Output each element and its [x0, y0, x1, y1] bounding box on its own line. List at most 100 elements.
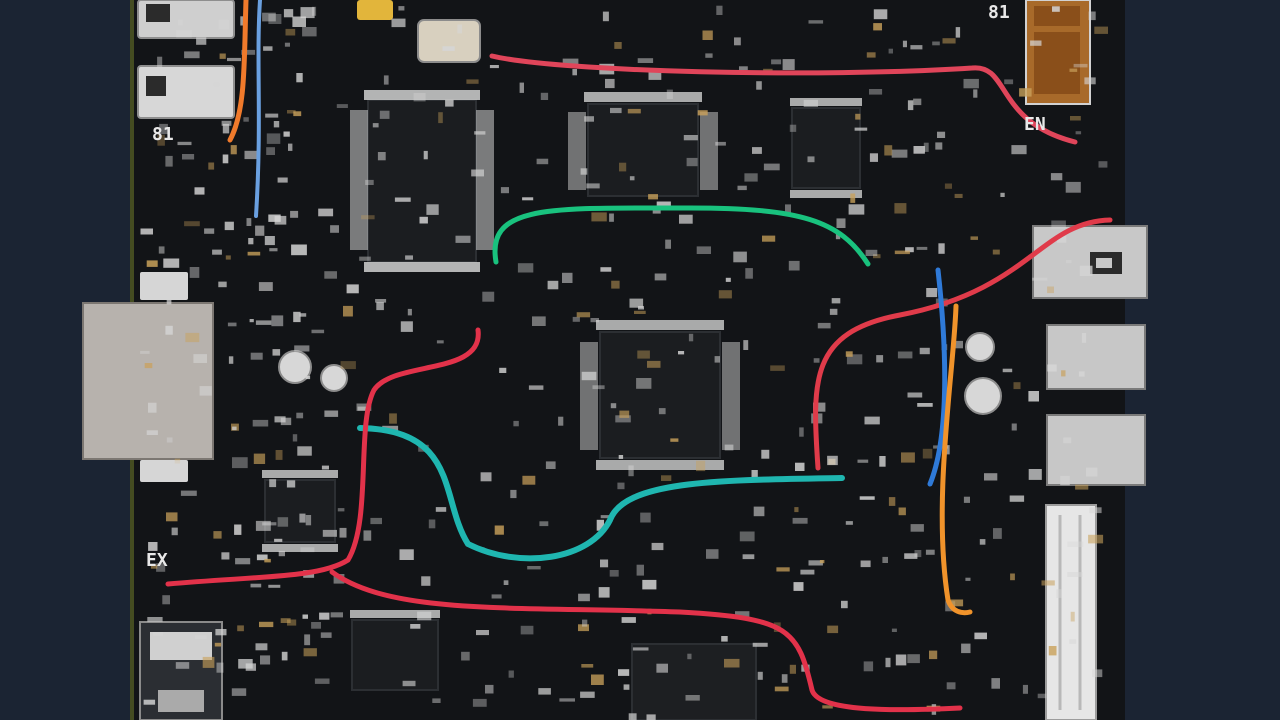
smd-part — [394, 197, 411, 202]
smd-part — [636, 564, 644, 576]
smd-part — [299, 513, 306, 523]
smd-part — [923, 142, 929, 152]
smd-part — [891, 149, 908, 158]
smd-part — [1002, 368, 1013, 373]
smd-part — [706, 549, 719, 559]
smd-part — [184, 221, 200, 227]
smd-part — [1048, 646, 1057, 656]
smd-part — [305, 375, 311, 380]
smd-part — [600, 515, 615, 519]
smd-part — [686, 157, 698, 167]
smd-part — [1061, 370, 1066, 377]
wire-blue-left — [254, 0, 262, 218]
smd-part — [288, 143, 293, 151]
smd-part — [629, 298, 644, 308]
smd-part — [336, 104, 348, 108]
smd-part — [944, 183, 952, 189]
smd-part — [268, 214, 281, 222]
smd-part — [819, 560, 825, 564]
smd-part — [264, 558, 271, 563]
smd-part — [264, 236, 275, 246]
smd-part — [562, 58, 579, 66]
smd-part — [739, 66, 748, 71]
smd-part — [234, 524, 242, 535]
smd-part — [910, 524, 924, 532]
smd-part — [256, 554, 268, 561]
smd-part — [305, 515, 312, 526]
ic-bottom-left — [350, 610, 440, 691]
smd-part — [855, 113, 861, 120]
smd-part — [1013, 382, 1021, 390]
smd-part — [629, 176, 635, 181]
smd-part — [873, 23, 882, 31]
smd-part — [610, 403, 617, 409]
smd-part — [619, 162, 627, 172]
smd-part — [609, 570, 619, 577]
smd-part — [1037, 693, 1047, 699]
smd-part — [578, 624, 589, 632]
smd-part — [950, 599, 964, 607]
silkscreen-left-mid: 81 — [152, 124, 174, 145]
wire-cyan — [357, 425, 845, 562]
smd-part — [944, 445, 950, 455]
smd-part — [901, 452, 915, 463]
smd-part — [184, 51, 200, 59]
smd-part — [602, 11, 609, 22]
smd-part — [827, 625, 839, 634]
smd-part — [262, 12, 276, 22]
smd-part — [914, 550, 922, 558]
smd-part — [274, 416, 286, 423]
smd-part — [232, 457, 248, 469]
smd-part — [721, 636, 728, 642]
smd-part — [937, 131, 946, 138]
smd-part — [258, 282, 273, 291]
smd-part — [592, 385, 605, 390]
smd-part — [259, 621, 274, 628]
smd-part — [651, 542, 664, 551]
smd-part — [311, 622, 321, 629]
smd-part — [419, 216, 428, 224]
smd-part — [615, 415, 631, 423]
ethernet-jack-left — [82, 272, 214, 482]
smd-part — [213, 82, 220, 87]
smd-part — [859, 496, 875, 500]
smd-part — [489, 65, 499, 69]
smd-part — [1079, 265, 1093, 276]
smd-part — [361, 215, 375, 220]
smd-part — [255, 225, 265, 236]
smd-part — [241, 49, 256, 55]
smd-part — [788, 260, 800, 271]
smd-part — [407, 308, 412, 316]
silkscreen-left-lower: EX — [146, 550, 168, 571]
smd-part — [150, 564, 158, 569]
smd-part — [494, 525, 504, 535]
smd-part — [153, 632, 163, 636]
smd-part — [559, 698, 575, 702]
smd-part — [1086, 467, 1098, 477]
smd-part — [1069, 639, 1077, 644]
smd-part — [171, 527, 178, 536]
smd-part — [476, 630, 489, 636]
smd-part — [166, 512, 178, 522]
smd-part — [147, 617, 163, 622]
smd-part — [284, 42, 290, 47]
smd-part — [455, 235, 471, 243]
smd-part — [176, 30, 192, 38]
smd-part — [636, 378, 652, 389]
smd-part — [1047, 286, 1054, 294]
smd-part — [751, 470, 758, 480]
smd-part — [898, 507, 906, 516]
smd-part — [1051, 220, 1066, 229]
smd-part — [214, 642, 222, 647]
smd-part — [263, 46, 273, 51]
smd-part — [1069, 68, 1078, 72]
smd-part — [225, 255, 231, 260]
smd-part — [435, 507, 447, 512]
smd-part — [963, 496, 970, 503]
smd-part — [156, 563, 166, 572]
smd-part — [894, 203, 907, 214]
smd-part — [314, 678, 330, 684]
smd-part — [383, 75, 389, 85]
smd-part — [215, 629, 227, 636]
smd-part — [1010, 573, 1015, 581]
